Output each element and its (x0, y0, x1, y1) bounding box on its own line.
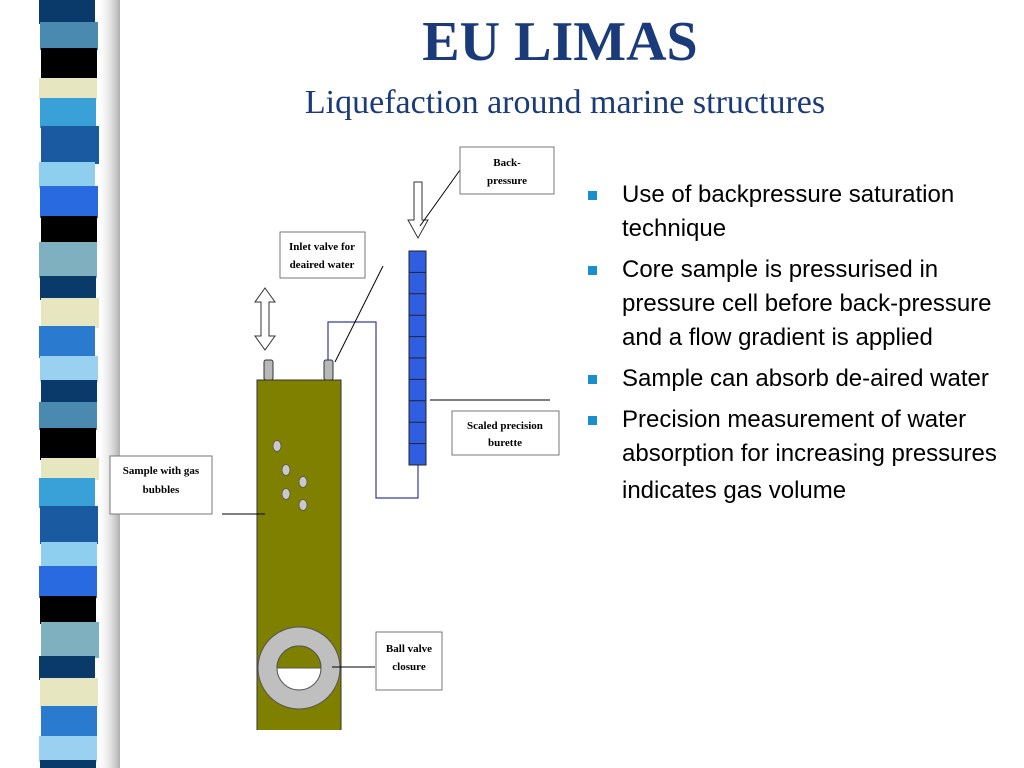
svg-text:Inlet valve for: Inlet valve for (289, 241, 355, 253)
bullet-item: Core sample is pressurised in pressure c… (580, 253, 1000, 355)
bullet-continuation: indicates gas volume (622, 477, 847, 504)
label-inlet-valve: Inlet valve for deaired water (279, 231, 366, 279)
bullet-list: Use of backpressure saturation technique… (580, 178, 1000, 515)
vent-valve (263, 359, 274, 381)
back-pressure-arrow-icon (407, 181, 429, 240)
bullet-square-icon (588, 266, 597, 275)
pressure-cell-diagram: Back- pressure Inlet valve for deaired w… (109, 146, 560, 730)
decorative-stripe-band (0, 0, 120, 768)
label-ball-valve: Ball valve closure (375, 631, 443, 691)
inlet-valve (323, 359, 334, 381)
gas-bubbles (272, 440, 308, 511)
inlet-tube (327, 321, 419, 499)
bullet-square-icon (588, 416, 597, 425)
label-sample: Sample with gas bubbles (109, 455, 213, 515)
label-back-pressure: Back- pressure (459, 146, 555, 195)
svg-text:deaired water: deaired water (290, 259, 355, 271)
svg-text:burette: burette (488, 437, 522, 449)
bullet-item: Precision measurement of water absorptio… (580, 403, 1000, 471)
bullet-square-icon (588, 191, 597, 200)
svg-text:Sample with gas: Sample with gas (123, 465, 200, 477)
svg-text:Scaled precision: Scaled precision (467, 420, 543, 432)
burette (408, 250, 427, 466)
ball-valve (257, 626, 341, 710)
svg-text:bubbles: bubbles (143, 484, 180, 496)
slide-title: EU LIMAS (422, 11, 698, 73)
svg-text:pressure: pressure (487, 175, 527, 187)
bullet-square-icon (588, 375, 597, 384)
label-burette: Scaled precision burette (451, 410, 560, 456)
svg-text:Ball valve: Ball valve (386, 643, 432, 655)
bullet-item: Use of backpressure saturation technique (580, 178, 1000, 246)
svg-text:Back-: Back- (493, 157, 521, 169)
bullet-item: Sample can absorb de-aired water (580, 362, 1000, 396)
svg-text:closure: closure (392, 661, 426, 673)
slide-subtitle: Liquefaction around marine structures (304, 84, 826, 121)
double-arrow-icon (254, 287, 276, 351)
